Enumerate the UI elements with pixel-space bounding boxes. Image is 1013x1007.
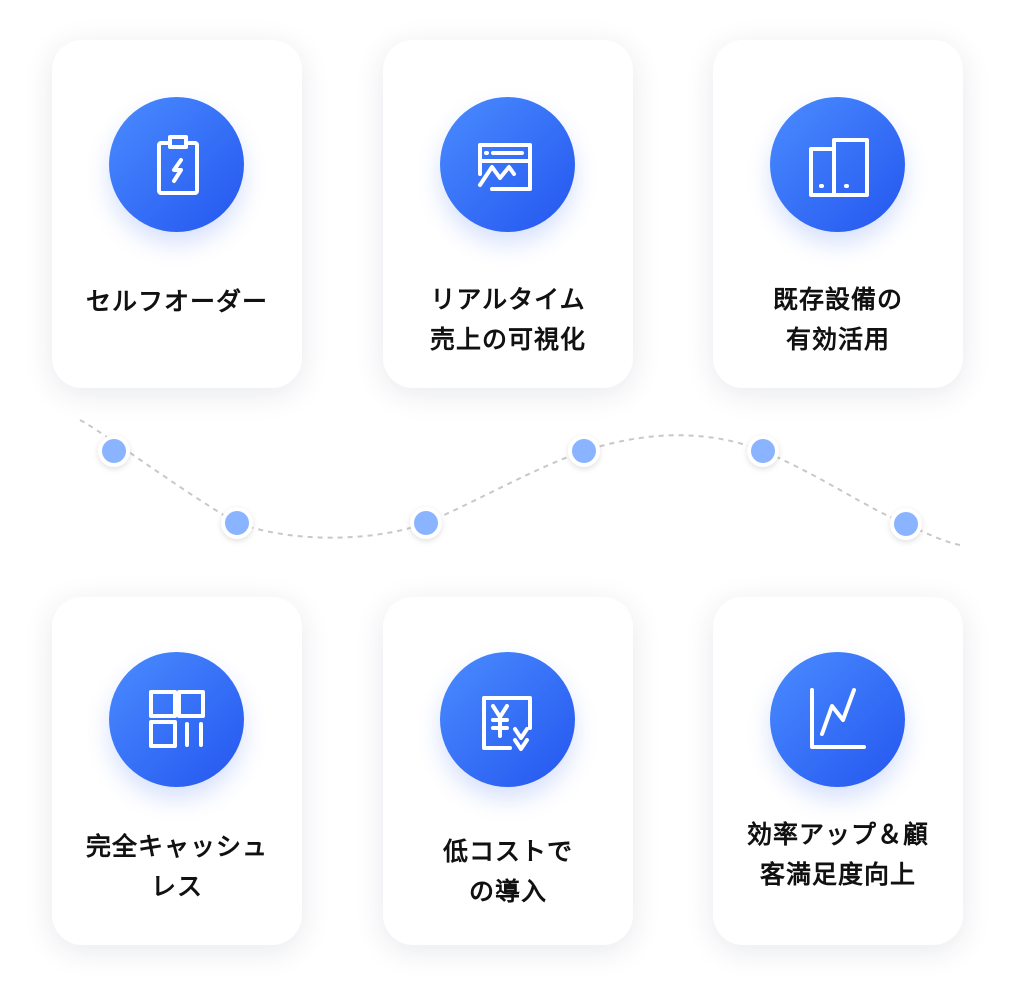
clipboard-lightning-icon — [109, 97, 244, 232]
feature-card-existing-equipment: 既存設備の 有効活用 — [713, 40, 963, 388]
feature-label: セルフオーダー — [85, 287, 268, 316]
feature-card-efficiency: 効率アップ＆顧 客満足度向上 — [713, 597, 963, 945]
feature-label: リアルタイム 売上の可視化 — [429, 285, 586, 354]
timeline-dot — [98, 435, 130, 467]
devices-icon — [770, 97, 905, 232]
feature-label: 完全キャッシュ レス — [85, 832, 268, 901]
timeline-dot — [221, 507, 253, 539]
feature-label: 既存設備の 有効活用 — [772, 285, 903, 354]
feature-card-cashless: 完全キャッシュ レス — [52, 597, 302, 945]
line-chart-icon — [770, 652, 905, 787]
timeline-dot — [747, 435, 779, 467]
timeline-dot — [890, 508, 922, 540]
yen-document-icon — [440, 652, 575, 787]
timeline-dot — [410, 507, 442, 539]
feature-label: 低コストで の導入 — [442, 837, 573, 906]
feature-card-low-cost: 低コストで の導入 — [383, 597, 633, 945]
feature-label: 効率アップ＆顧 客満足度向上 — [746, 820, 929, 889]
feature-card-self-order: セルフオーダー — [52, 40, 302, 388]
timeline-dot — [568, 435, 600, 467]
qr-code-icon — [109, 652, 244, 787]
feature-card-realtime-sales: リアルタイム 売上の可視化 — [383, 40, 633, 388]
dashboard-chart-icon — [440, 97, 575, 232]
